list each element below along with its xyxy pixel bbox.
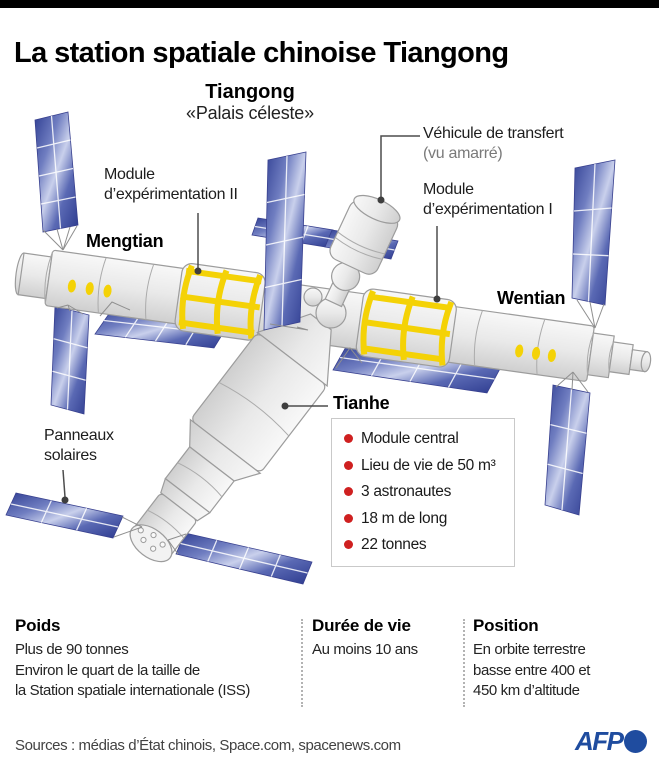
label-wentian: Wentian — [497, 288, 566, 308]
truss-yellow-grid — [178, 264, 455, 366]
list-item: Lieu de vie de 50 m³ — [343, 455, 510, 476]
solar-panel-front — [263, 151, 307, 331]
list-item: Module central — [343, 428, 510, 449]
label-module-exp-1: Module d’expérimentation I — [423, 181, 553, 218]
stat-duree: Durée de vie Au moins 10 ans — [312, 616, 418, 658]
stat-poids: Poids Plus de 90 tonnes Environ le quart… — [15, 616, 250, 699]
leader-solar-panels — [62, 469, 66, 498]
leader-transfer-vehicle — [380, 135, 420, 197]
list-item: 18 m de long — [343, 508, 510, 529]
bullet-icon — [344, 487, 353, 496]
sources-line: Sources : médias d’État chinois, Space.c… — [15, 737, 401, 754]
leader-dots — [61, 196, 441, 504]
solar-panel — [571, 159, 616, 306]
label-tianhe: Tianhe — [333, 393, 390, 413]
list-item: 22 tonnes — [343, 534, 510, 555]
tianhe-module — [129, 313, 332, 563]
afp-logo-circle-icon — [623, 730, 647, 753]
porthole — [137, 527, 166, 552]
label-mengtian: Mengtian — [86, 231, 164, 251]
bullet-icon — [344, 513, 353, 523]
leader-lines — [62, 135, 438, 498]
top-bar — [0, 0, 659, 8]
tianhe-docking-face — [129, 524, 173, 563]
label-station-subtitle: «Palais céleste» — [186, 103, 314, 123]
station-diagram — [5, 111, 652, 585]
stat-position: Position En orbite terrestre basse entre… — [473, 616, 591, 699]
panel-struts — [42, 225, 605, 555]
bullet-icon — [344, 540, 353, 549]
label-station-name: Tiangong — [205, 81, 295, 103]
afp-logo-text: AFP — [575, 726, 624, 756]
divider — [463, 619, 465, 707]
label-transfer-vehicle: Véhicule de transfert (vu amarré) — [423, 125, 564, 162]
label-solar-panels: Panneaux solaires — [44, 427, 114, 464]
page-title: La station spatiale chinoise Tiangong — [14, 37, 509, 70]
afp-logo: AFP — [575, 726, 647, 757]
window-dots — [67, 279, 556, 363]
list-item: 3 astronautes — [343, 481, 510, 502]
bullet-icon — [344, 434, 353, 443]
divider — [301, 619, 303, 707]
tianhe-facts-box: Module central Lieu de vie de 50 m³ 3 as… — [331, 418, 515, 567]
bullet-icon — [344, 460, 353, 470]
label-module-exp-2: Module d’expérimentation II — [104, 166, 238, 203]
solar-panel — [544, 384, 591, 516]
transfer-vehicle — [324, 194, 401, 308]
